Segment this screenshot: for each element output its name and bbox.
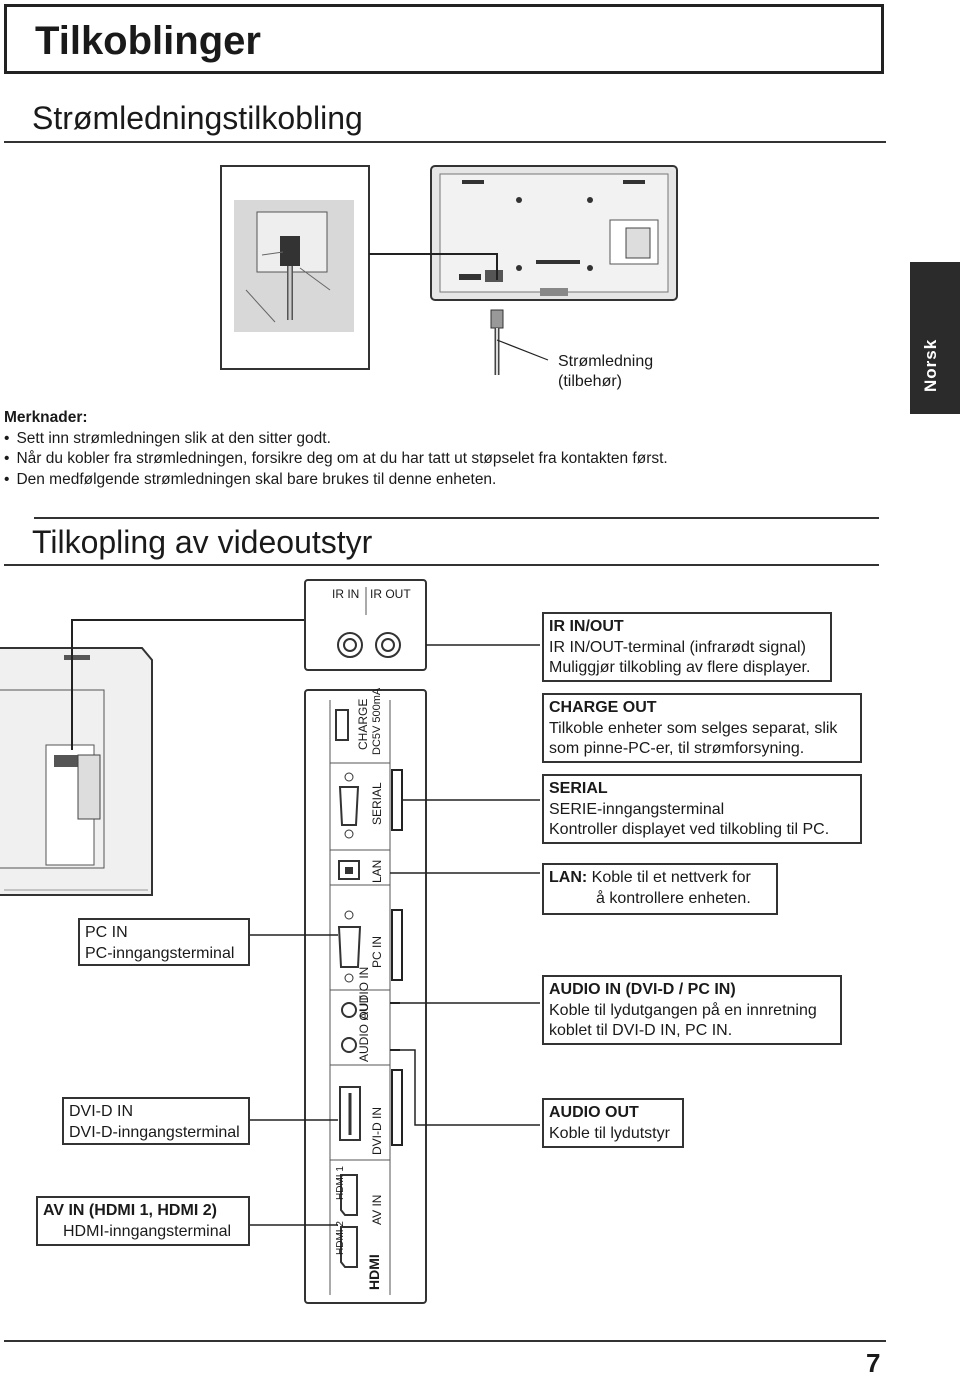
note-item: Sett inn strømledningen slik at den sitt… (4, 429, 668, 450)
lan-label: LAN (370, 859, 384, 883)
ir-out-label: IR OUT (370, 587, 411, 601)
charge-label: CHARGE (356, 698, 370, 750)
serial-label: SERIAL (370, 782, 384, 825)
callout-serial: SERIAL SERIE-inngangsterminal Kontroller… (542, 774, 862, 844)
power-illustration (220, 165, 678, 375)
language-tab-label: Norsk (921, 338, 940, 392)
hdmi2-label: HDMI 2 (335, 1221, 346, 1255)
callout-charge: CHARGE OUT Tilkoble enheter som selges s… (542, 693, 862, 763)
notes-block: Merknader: Sett inn strømledningen slik … (4, 408, 668, 490)
chapter-title: Tilkoblinger (35, 19, 261, 63)
dvi-in-label: DVI-D IN (370, 1107, 384, 1155)
callout-av-in: AV IN (HDMI 1, HDMI 2) HDMI-inngangsterm… (36, 1196, 250, 1246)
chapter-title-box: Tilkoblinger (4, 4, 884, 74)
footer-rule (4, 1340, 886, 1342)
power-section-rule (4, 141, 886, 143)
connection-diagram (0, 579, 540, 1304)
page-number: 7 (866, 1348, 881, 1378)
note-item: Den medfølgende strømledningen skal bare… (4, 470, 668, 491)
power-cable-label: Strømledning (tilbehør) (558, 353, 654, 390)
hdmi-logo: HDMI (366, 1254, 382, 1290)
video-section-heading: Tilkopling av videoutstyr (32, 524, 373, 560)
hdmi1-label: HDMI 1 (335, 1166, 346, 1200)
callout-audio-out: AUDIO OUT Koble til lydutstyr (542, 1098, 684, 1148)
audio-out-label: AUDIO OUT (357, 995, 371, 1062)
callout-audio-in: AUDIO IN (DVI-D / PC IN) Koble til lydut… (542, 975, 842, 1045)
callout-ir: IR IN/OUT IR IN/OUT-terminal (infrarødt … (542, 612, 832, 682)
ir-in-label: IR IN (332, 587, 360, 601)
note-item: Når du kobler fra strømledningen, forsik… (4, 449, 667, 470)
av-in-label: AV IN (370, 1194, 384, 1225)
language-tab[interactable]: Norsk (910, 262, 960, 414)
video-section-rule (4, 564, 879, 566)
callout-pc-in: PC IN PC-inngangsterminal (78, 918, 250, 966)
callout-dvi-in: DVI-D IN DVI-D-inngangsterminal (62, 1097, 250, 1145)
pc-in-label: PC IN (370, 935, 384, 968)
video-section-top-rule (34, 517, 879, 519)
callout-lan: LAN: Koble til et nettverk for å kontrol… (542, 863, 778, 915)
power-section-heading: Strømledningstilkobling (32, 100, 363, 136)
notes-heading: Merknader: (4, 409, 88, 426)
charge-spec-label: DC5V 500mA (371, 687, 383, 755)
